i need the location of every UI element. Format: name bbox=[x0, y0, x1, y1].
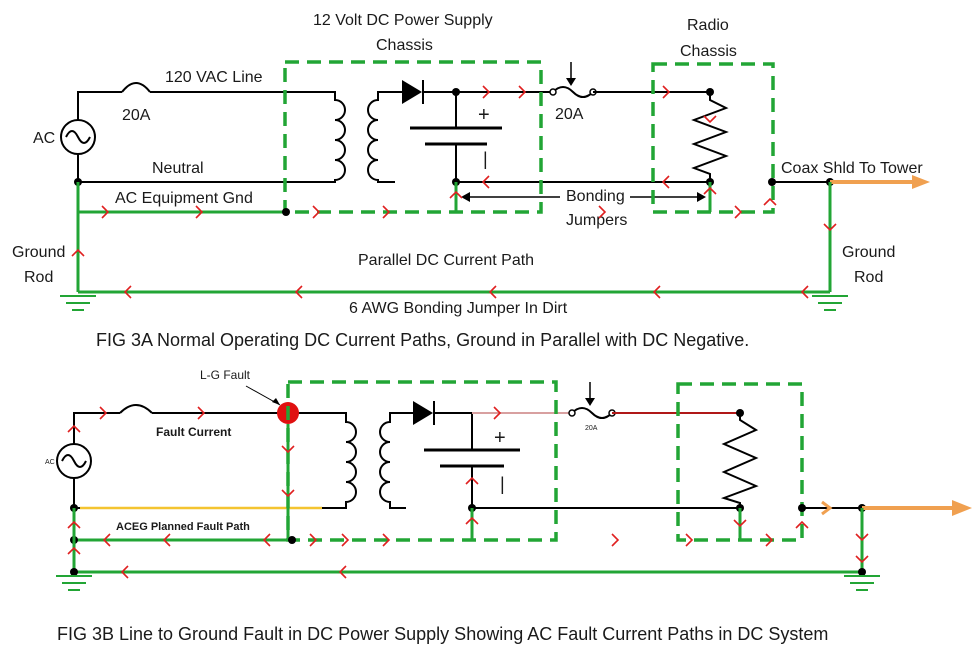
coax-arrow-icon-3b bbox=[952, 500, 972, 516]
ac-sine-icon bbox=[65, 130, 91, 144]
radio-chassis bbox=[651, 62, 775, 214]
ac-equipment-gnd-label: AC Equipment Gnd bbox=[115, 190, 253, 207]
fault-label: L-G Fault bbox=[200, 368, 251, 382]
coax-label: Coax Shld To Tower bbox=[781, 160, 923, 177]
line-conductor-3b bbox=[73, 412, 120, 444]
bonding-label-2: Jumpers bbox=[566, 212, 627, 229]
ac-line-label: 120 VAC Line bbox=[165, 69, 263, 86]
radio-load-resistor-3b bbox=[720, 413, 759, 508]
transformer-primary-3b bbox=[330, 412, 357, 509]
fuse-3b bbox=[571, 407, 613, 419]
aceg-path-label: ACEG Planned Fault Path bbox=[116, 521, 250, 533]
fault-current-label: Fault Current bbox=[156, 425, 231, 439]
ground-rod-left-icon bbox=[60, 295, 96, 311]
ground-rod-left-label-1: Ground bbox=[12, 244, 65, 261]
line-conductor bbox=[77, 91, 122, 120]
parallel-path-label: Parallel DC Current Path bbox=[358, 252, 534, 269]
ac-sine-icon-3b bbox=[61, 454, 87, 468]
fig3b-caption: FIG 3B Line to Ground Fault in DC Power … bbox=[57, 624, 828, 644]
ground-rod-right-icon bbox=[812, 295, 848, 311]
ground-rod-right-label-1: Ground bbox=[842, 244, 895, 261]
power-supply-title-2: Chassis bbox=[376, 37, 433, 54]
power-supply-chassis bbox=[283, 60, 543, 214]
power-supply-title-1: 12 Volt DC Power Supply bbox=[313, 12, 493, 29]
bonding-jumper-label: 6 AWG Bonding Jumper In Dirt bbox=[349, 300, 568, 317]
neutral-label: Neutral bbox=[152, 160, 204, 177]
diode-icon-3b bbox=[413, 401, 433, 425]
plus-sign: + bbox=[478, 104, 490, 126]
ground-rod-right-label-2: Rod bbox=[854, 269, 883, 286]
ground-rod-right-icon-3b bbox=[844, 575, 880, 591]
coax-arrow-icon bbox=[912, 175, 930, 189]
diode-icon bbox=[402, 80, 422, 104]
breaker-20a bbox=[121, 82, 151, 93]
transformer-secondary bbox=[367, 91, 395, 183]
ground-rod-left-label-2: Rod bbox=[24, 269, 53, 286]
fuse-20a bbox=[552, 86, 594, 98]
bonding-label-1: Bonding bbox=[566, 188, 625, 205]
radio-chassis-3b bbox=[676, 382, 804, 542]
breaker-label: 20A bbox=[122, 107, 151, 124]
radio-title-1: Radio bbox=[687, 17, 729, 34]
fuse-label-3b: 20A bbox=[585, 425, 598, 432]
fuse-label: 20A bbox=[555, 106, 584, 123]
minus-sign: | bbox=[483, 149, 488, 169]
fig-3b: AC Fault Current ACEG Planned Fault Path… bbox=[45, 368, 972, 644]
radio-load-resistor bbox=[691, 92, 729, 182]
ground-rod-left-icon-3b bbox=[56, 575, 92, 591]
current-arrows-3b bbox=[67, 406, 869, 579]
plus-sign-3b: + bbox=[494, 427, 506, 449]
transformer-secondary-3b bbox=[379, 412, 406, 509]
radio-title-2: Chassis bbox=[680, 43, 737, 60]
ac-source-label-3b: AC bbox=[45, 459, 55, 466]
minus-sign-3b: | bbox=[500, 474, 505, 494]
breaker-3b bbox=[119, 404, 153, 414]
fig3a-caption: FIG 3A Normal Operating DC Current Paths… bbox=[96, 330, 749, 350]
power-supply-chassis-3b bbox=[286, 380, 558, 542]
transformer-primary bbox=[318, 91, 346, 183]
fig-3a: AC 120 VAC Line 20A Neutral + | 20A bbox=[12, 12, 930, 350]
current-arrows-3a bbox=[71, 85, 837, 299]
ac-source-label: AC bbox=[33, 130, 55, 147]
